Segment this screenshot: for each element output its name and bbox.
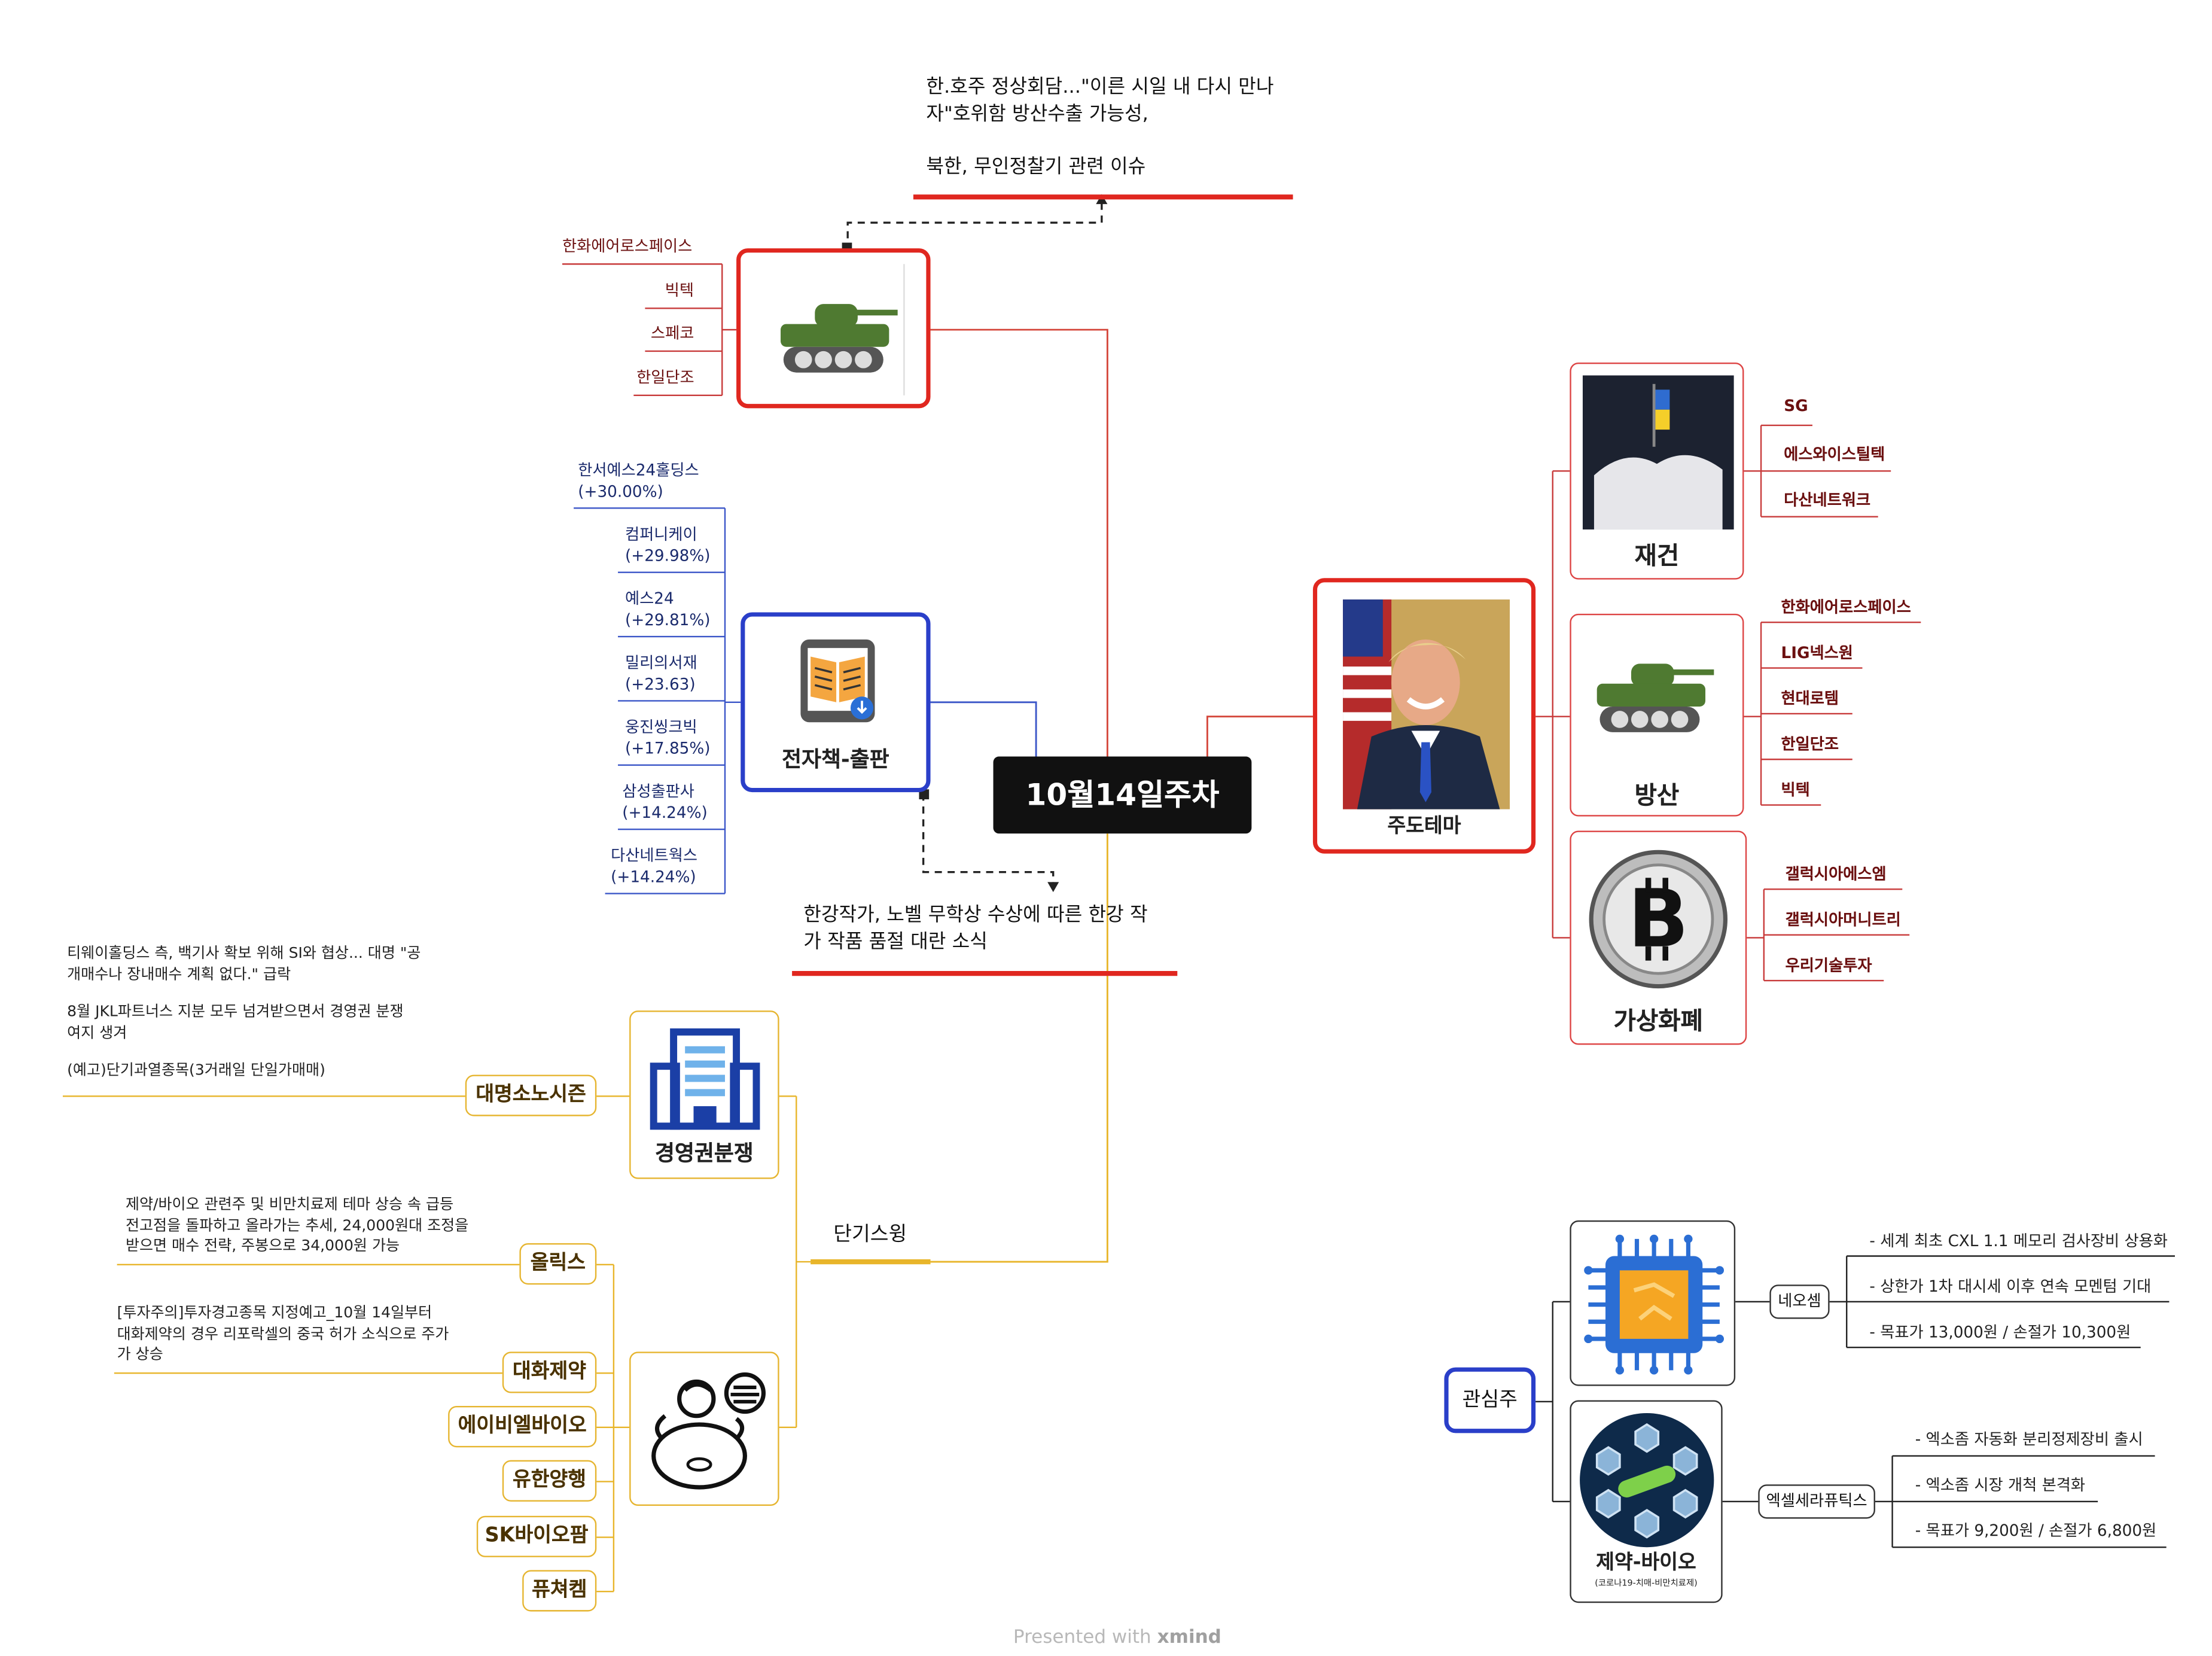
watermark: Presented with xmind (1013, 1627, 1221, 1649)
ebook-stock-1[interactable]: 컴퍼니케이(+29.98%) (624, 525, 711, 565)
defense-topic-left[interactable] (736, 248, 931, 409)
bio-caption: 제약-바이오 (1596, 1551, 1696, 1575)
mgmt-dispute-topic[interactable]: 경영권분쟁 (629, 1010, 779, 1179)
ebook-stock-4[interactable]: 웅진씽크빅(+17.85%) (624, 718, 711, 758)
crypto-topic[interactable]: B 가상화폐 (1570, 830, 1747, 1045)
main-theme-caption: 주도테마 (1387, 815, 1461, 838)
trump-photo (1343, 599, 1510, 809)
neosem-bullet: - 세계 최초 CXL 1.1 메모리 검사장비 상용화 (1869, 1231, 2168, 1250)
stock-abl[interactable]: 에이비엘바이오 (448, 1406, 597, 1448)
defense-topic[interactable]: 방산 (1570, 613, 1744, 817)
stock-label[interactable]: 스페코 (650, 324, 694, 343)
top-news-note: 한.호주 정상회담..."이른 시일 내 다시 만나 자"호위함 방산수출 가능… (926, 74, 1273, 181)
chip-topic[interactable] (1570, 1220, 1736, 1386)
rebuild-caption: 재건 (1634, 542, 1680, 571)
bio-molecule-icon (1580, 1413, 1714, 1548)
stock-label[interactable]: 우리기술투자 (1785, 956, 1872, 975)
top-note-line1: 한.호주 정상회담..."이른 시일 내 다시 만나 (926, 75, 1274, 99)
central-topic[interactable]: 10월14일주차 (993, 756, 1252, 834)
rebuild-topic[interactable]: 재건 (1570, 362, 1744, 580)
stock-label[interactable]: 에스와이스틸텍 (1784, 445, 1885, 464)
ebook-icon (800, 639, 875, 723)
stock-daemyung[interactable]: 대명소노시즌 (465, 1074, 597, 1116)
mgmt-caption: 경영권분쟁 (655, 1140, 754, 1167)
watch-topic[interactable]: 관심주 (1444, 1367, 1536, 1433)
stock-neosem[interactable]: 네오셈 (1769, 1284, 1830, 1319)
ebook-news-note: 한강작가, 노벨 무학상 수상에 따른 한강 작 가 작품 품절 대란 소식 (803, 902, 1147, 957)
stock-daehwa[interactable]: 대화제약 (502, 1351, 597, 1393)
main-theme-topic[interactable]: 주도테마 (1312, 578, 1536, 854)
crypto-caption: 가상화폐 (1613, 1007, 1703, 1037)
stock-label[interactable]: SG (1784, 397, 1808, 416)
stock-label[interactable]: 한화에어로스페이스 (1781, 598, 1911, 617)
exo-bullet: - 엑소좀 시장 개척 본격화 (1915, 1475, 2086, 1494)
top-note-line3: 북한, 무인정찰기 관련 이슈 (926, 156, 1146, 179)
ebook-topic[interactable]: 전자책-출판 (741, 612, 931, 793)
ebook-stock-0[interactable]: 한서예스24홀딩스(+30.00%) (578, 461, 699, 501)
ebook-caption: 전자책-출판 (782, 746, 889, 772)
ebook-note-line2: 가 작품 품절 대란 소식 (803, 930, 988, 954)
ebook-note-line1: 한강작가, 노벨 무학상 수상에 따른 한강 작 (803, 903, 1148, 927)
tank-icon (1596, 663, 1714, 732)
bio-topic[interactable]: 제약-바이오 (코로나19-치매-비만치료제) (1570, 1400, 1723, 1603)
ebook-stock-3[interactable]: 밀리의서재(+23.63) (624, 653, 697, 694)
ebook-stock-5[interactable]: 삼성출판사(+14.24%) (622, 782, 708, 823)
stock-label[interactable]: 한화에어로스페이스 (562, 237, 693, 256)
obesity-topic[interactable] (629, 1351, 779, 1506)
stock-label[interactable]: 갤럭시아에스엠 (1785, 864, 1887, 884)
obesity-icon (651, 1372, 766, 1490)
stock-label[interactable]: 갤럭시아머니트리 (1785, 911, 1901, 930)
stock-label[interactable]: 한일단조 (1781, 735, 1839, 754)
bio-subcaption: (코로나19-치매-비만치료제) (1595, 1578, 1698, 1589)
building-icon (650, 1028, 760, 1130)
exo-bullet: - 목표가 9,200원 / 손절가 6,800원 (1915, 1521, 2157, 1541)
stock-exocera[interactable]: 엑셀세라퓨틱스 (1758, 1484, 1875, 1519)
defense-caption: 방산 (1634, 782, 1680, 811)
ukraine-map-icon (1582, 375, 1734, 530)
ebook-stock-2[interactable]: 예스24(+29.81%) (624, 589, 711, 630)
stock-label[interactable]: 현대로템 (1781, 689, 1839, 708)
exo-bullet: - 엑소좀 자동화 분리정제장비 출시 (1915, 1430, 2143, 1449)
stock-label[interactable]: 빅텍 (665, 281, 694, 300)
bitcoin-icon: B (1589, 850, 1728, 989)
neosem-bullet: - 목표가 13,000원 / 손절가 10,300원 (1869, 1323, 2131, 1342)
olix-note: 제약/바이오 관련주 및 비만치료제 테마 상승 속 급등 전고점을 돌파하고 … (125, 1196, 469, 1255)
stock-futurechem[interactable]: 퓨쳐켐 (522, 1570, 597, 1612)
stock-label[interactable]: 다산네트워크 (1784, 491, 1871, 510)
daehwa-note: [투자주의]투자경고종목 지정예고_10월 14일부터 대화제약의 경우 리포락… (117, 1304, 449, 1363)
stock-skbiopharm[interactable]: SK바이오팜 (476, 1515, 597, 1557)
mgmt-note: 티웨이홀딩스 측, 백기사 확보 위해 SI와 협상... 대명 "공 개매수나… (67, 945, 421, 1079)
short-swing-label[interactable]: 단기스윙 (833, 1223, 907, 1246)
neosem-bullet: - 상한가 1차 대시세 이후 연속 모멘텀 기대 (1869, 1277, 2152, 1296)
stock-label[interactable]: 한일단조 (636, 368, 694, 387)
stock-label[interactable]: LIG넥스원 (1781, 643, 1853, 663)
stock-label[interactable]: 빅텍 (1781, 781, 1810, 800)
tank-icon (781, 304, 898, 373)
ebook-stock-6[interactable]: 다산네트웍스(+14.24%) (611, 846, 698, 887)
chip-icon (1584, 1234, 1724, 1375)
svg-text:B: B (1628, 872, 1689, 966)
stock-olix[interactable]: 올릭스 (519, 1243, 597, 1285)
stock-yuhan[interactable]: 유한양행 (502, 1460, 597, 1502)
top-note-line2: 자"호위함 방산수출 가능성, (926, 102, 1148, 126)
